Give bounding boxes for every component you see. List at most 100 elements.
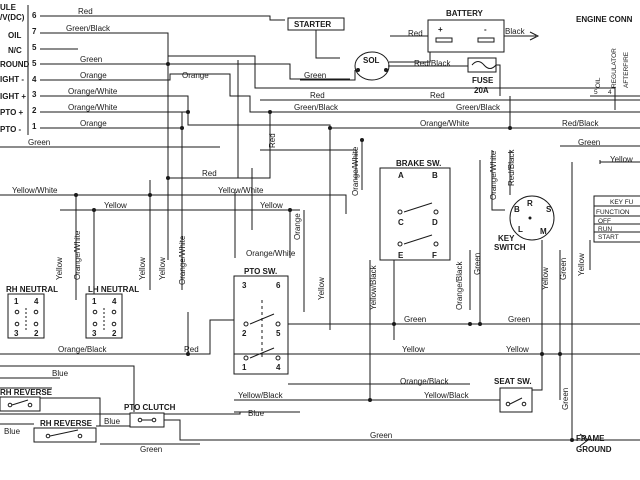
- wire-label: Green: [28, 138, 50, 147]
- wire-label: Orange/Black: [455, 261, 464, 310]
- wire-label: Green/Black: [294, 103, 339, 112]
- wire-label: Red: [202, 169, 217, 178]
- wire-label: Red/Black: [562, 119, 599, 128]
- pin-label-1b: /V(DC): [0, 13, 25, 22]
- rh-reverse-label: RH REVERSE: [40, 419, 93, 428]
- pto-terminal: 4: [276, 363, 281, 372]
- wire-label: Green: [370, 431, 392, 440]
- wire-label: Orange: [182, 71, 209, 80]
- key-terminal: B: [514, 205, 520, 214]
- wire-label: Yellow: [577, 253, 586, 276]
- neutral-terminal: 4: [112, 297, 117, 306]
- pto-terminal: 1: [242, 363, 247, 372]
- pin-label: PTO -: [0, 125, 22, 134]
- wire-label: Yellow: [317, 277, 326, 300]
- pto-switch-label: PTO SW.: [244, 267, 277, 276]
- frame-ground: FRAME GROUND: [572, 433, 612, 454]
- wire-label: Yellow: [104, 201, 127, 210]
- pto-terminal: 2: [242, 329, 247, 338]
- wire-label: Yellow: [158, 257, 167, 280]
- lower-labels: Green Green Yellow Yellow Orange/Black R…: [4, 315, 530, 454]
- pin-label: OIL: [8, 31, 21, 40]
- key-table-row: OFF: [598, 218, 611, 225]
- brake-switch: BRAKE SW. A B C D E F: [379, 159, 451, 261]
- key-function-table: KEY FU FUNCTION OFF RUN START: [593, 195, 640, 243]
- wire-label: Red: [184, 345, 199, 354]
- brake-switch-label: BRAKE SW.: [396, 159, 441, 168]
- neutral-terminal: 3: [92, 329, 97, 338]
- starter: STARTER: [287, 17, 345, 59]
- starter-label: STARTER: [294, 20, 331, 29]
- engine-pin-number: 4: [608, 89, 612, 96]
- wire-label: Orange: [80, 119, 107, 128]
- lh-neutral-label: LH NEUTRAL: [88, 285, 139, 294]
- wire-label: Blue: [248, 409, 265, 418]
- rh-reverse-label: RH REVERSE: [0, 388, 53, 397]
- wire-label: Green: [578, 138, 600, 147]
- battery-minus: -: [484, 25, 487, 34]
- key-terminal: M: [540, 227, 547, 236]
- wire-label: Blue: [4, 427, 21, 436]
- key-table-row: FUNCTION: [596, 209, 630, 216]
- harness-wires: [0, 15, 640, 148]
- rh-reverse: RH REVERSE: [33, 419, 97, 443]
- pto-terminal: 5: [276, 329, 281, 338]
- wire-label: Yellow: [506, 345, 529, 354]
- wire-label: Yellow: [260, 201, 283, 210]
- fuse: FUSE 20A Red Red Green/Black Green/Black…: [294, 57, 640, 164]
- brake-terminal: D: [432, 218, 438, 227]
- neutral-terminal: 2: [34, 329, 39, 338]
- rh-reverse-top: RH REVERSE: [0, 388, 53, 412]
- wire-label: Green: [559, 258, 568, 280]
- neutral-terminal: 4: [34, 297, 39, 306]
- pto-clutch-label: PTO CLUTCH: [124, 403, 176, 412]
- neutral-terminal: 3: [14, 329, 19, 338]
- seat-switch-label: SEAT SW.: [494, 377, 532, 386]
- wire-label: Green: [80, 55, 102, 64]
- key-table-row: START: [598, 234, 619, 241]
- brake-terminal: B: [432, 171, 438, 180]
- wire-label: Orange/White: [178, 235, 187, 285]
- wire-label: Red: [78, 7, 93, 16]
- fuse-rating: 20A: [474, 86, 489, 95]
- frame-ground-label: FRAME: [576, 434, 605, 443]
- wire-label: Red: [430, 91, 445, 100]
- engine-connector: ENGINE CONN OIL REGULATOR AFTERFIRE 5 4: [576, 15, 640, 97]
- lower-wires: [0, 312, 640, 445]
- wire-label: Yellow: [610, 155, 633, 164]
- wire-label: Red/Black: [507, 149, 516, 186]
- pin-number: 7: [32, 27, 37, 36]
- rh-neutral-switch: RH NEUTRAL 1 4 3 2: [6, 285, 58, 339]
- wire-label: Green: [140, 445, 162, 454]
- harness-labels: Red Green/Black Green Orange Orange Oran…: [28, 7, 209, 147]
- key-terminal: R: [527, 199, 533, 208]
- wire-label: Yellow/Black: [238, 391, 284, 400]
- pto-terminal: 3: [242, 281, 247, 290]
- wire-label: Orange/Black: [400, 377, 449, 386]
- wire-label: Yellow: [541, 267, 550, 290]
- wire-label: Green: [404, 315, 426, 324]
- pin-number: 6: [32, 11, 37, 20]
- wire-label: Orange/White: [73, 230, 82, 280]
- battery: BATTERY + - Black: [390, 9, 540, 53]
- distribution-wires: [0, 56, 601, 440]
- key-table-row: RUN: [598, 226, 612, 233]
- pin-number: 2: [32, 106, 37, 115]
- pin-label: IGHT -: [0, 75, 24, 84]
- solenoid-label: SOL: [363, 56, 380, 65]
- wire-label: Yellow/Black: [369, 264, 378, 310]
- neutral-terminal: 1: [14, 297, 19, 306]
- distribution-labels: Yellow/White Yellow Yellow Red Yellow/Wh…: [12, 133, 586, 410]
- neutral-terminal: 1: [92, 297, 97, 306]
- wire-label: Blue: [52, 369, 69, 378]
- key-switch: R B S M L KEY SWITCH: [494, 195, 555, 252]
- pto-switch: PTO SW. 3 6 2 5 1 4: [233, 267, 289, 375]
- pto-terminal: 6: [276, 281, 281, 290]
- pin-number: 1: [32, 122, 37, 131]
- wire-label: Orange/White: [420, 119, 470, 128]
- wire-label: Green: [304, 71, 326, 80]
- wire-label: Orange/White: [489, 150, 498, 200]
- wire-label: Green: [561, 388, 570, 410]
- wire-label: Orange/White: [68, 87, 118, 96]
